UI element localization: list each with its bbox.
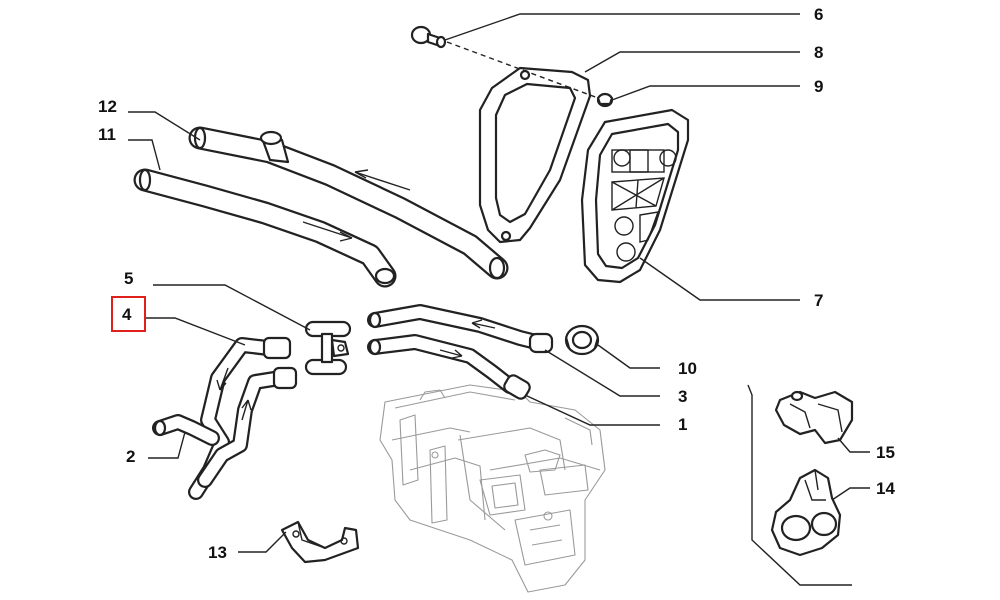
part-2-pipe bbox=[152, 414, 220, 446]
callout-4-highlight-box bbox=[111, 296, 146, 332]
callout-9: 9 bbox=[814, 77, 823, 96]
callout-3: 3 bbox=[678, 387, 687, 406]
part-4-pipe bbox=[188, 336, 298, 500]
part-10-clamp bbox=[564, 324, 600, 356]
part-9-screw bbox=[596, 92, 614, 108]
callout-13: 13 bbox=[208, 543, 227, 562]
callout-5: 5 bbox=[124, 269, 133, 288]
heater-unit-ghost bbox=[379, 384, 606, 593]
callout-8: 8 bbox=[814, 43, 823, 62]
callout-14: 14 bbox=[876, 479, 895, 498]
callout-6: 6 bbox=[814, 5, 823, 24]
callout-12: 12 bbox=[98, 97, 117, 116]
callout-4: 4 bbox=[122, 305, 132, 324]
part-13-bracket bbox=[280, 520, 360, 564]
part-6-bolt bbox=[410, 25, 447, 49]
part-7-panel bbox=[580, 108, 690, 284]
callout-2: 2 bbox=[126, 447, 135, 466]
part-1-pipe bbox=[367, 334, 531, 400]
part-15-clip bbox=[774, 390, 854, 445]
callout-11: 11 bbox=[98, 125, 116, 144]
part-8-gasket bbox=[478, 66, 592, 244]
callout-10: 10 bbox=[678, 359, 697, 378]
part-3-pipe bbox=[367, 304, 554, 354]
part-14-clip bbox=[770, 468, 842, 557]
part-5-connector bbox=[304, 320, 352, 376]
leader-lines bbox=[128, 13, 870, 553]
group-bracket-14-15 bbox=[747, 384, 852, 586]
part-11-hose bbox=[133, 168, 397, 288]
part-12-tee-hose bbox=[188, 126, 509, 280]
callout-7: 7 bbox=[814, 291, 823, 310]
callout-15: 15 bbox=[876, 443, 895, 462]
callout-1: 1 bbox=[678, 415, 687, 434]
